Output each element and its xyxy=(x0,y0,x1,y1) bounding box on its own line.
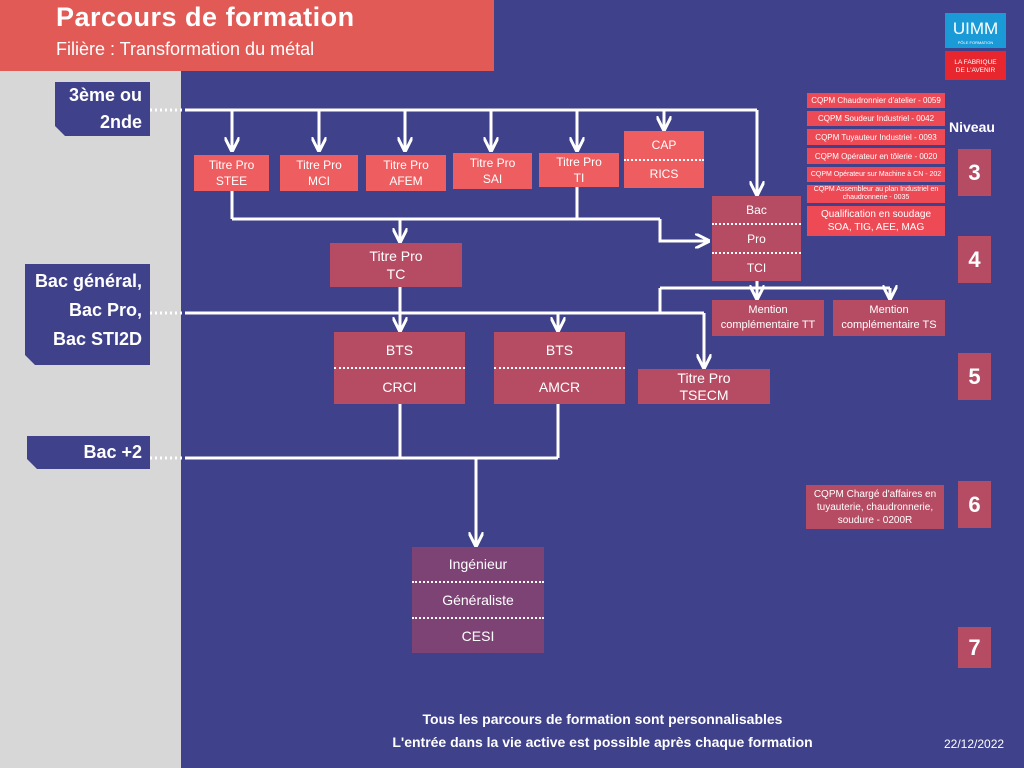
entry-3eme-line1: 3ème ou xyxy=(68,85,142,105)
mention-ts-line2: complémentaire TS xyxy=(841,319,937,331)
mention-ts: Mention complémentaire TS xyxy=(833,300,945,336)
bts-crci: BTS CRCI xyxy=(334,332,465,404)
title-banner xyxy=(0,0,494,71)
bts-crci-bottom: CRCI xyxy=(382,378,417,395)
niveau-label: Niveau xyxy=(949,119,995,135)
logo-line1: PÔLE FORMATION xyxy=(958,40,994,45)
level-7-badge: 7 xyxy=(958,627,991,668)
bts-amcr: BTS AMCR xyxy=(494,332,625,404)
titre-pro-tc: Titre Pro TC xyxy=(330,243,462,287)
cqpm-level6-line2: tuyauterie, chaudronnerie, xyxy=(816,501,934,513)
level-4-badge: 4 xyxy=(958,236,991,283)
bts-amcr-top: BTS xyxy=(545,341,574,358)
footer-date: 22/12/2022 xyxy=(944,737,1005,751)
cqpm-item: CQPM Chaudronnier d'atelier - 0059 xyxy=(807,93,945,108)
level-3-badge: 3 xyxy=(958,149,991,196)
titre-pro-tsecm: Titre Pro TSECM xyxy=(638,369,770,404)
mention-tt: Mention complémentaire TT xyxy=(712,300,824,336)
bac-pro-tci: Bac Pro TCI xyxy=(712,196,801,281)
titre-pro-afem: Titre Pro AFEM xyxy=(366,155,446,191)
cqpm-item: CQPM Opérateur sur Machine à CN - 202 xyxy=(807,167,945,182)
titre-pro-stee: Titre Pro STEE xyxy=(194,155,269,191)
footer-line1: Tous les parcours de formation sont pers… xyxy=(422,711,783,727)
entry-tab-3eme-shape xyxy=(55,82,150,136)
qualification-soudage: Qualification en soudage SOA, TIG, AEE, … xyxy=(807,206,945,236)
titre-pro-code: TI xyxy=(573,171,585,185)
entry-bac2-line1: Bac +2 xyxy=(83,442,142,462)
titre-pro-ti: Titre Pro TI xyxy=(539,153,619,187)
cqpm-level6-line1: CQPM Chargé d'affaires en xyxy=(813,488,937,500)
footer-note: Tous les parcours de formation sont pers… xyxy=(330,708,875,754)
qualification-line2: SOA, TIG, AEE, MAG xyxy=(827,222,925,233)
titre-pro-tc-label: Titre Pro xyxy=(369,248,423,264)
cap-top: CAP xyxy=(651,137,677,152)
qualification-line1: Qualification en soudage xyxy=(820,209,932,220)
logo-name: UIMM xyxy=(953,19,998,38)
logo-line2: LA FABRIQUE xyxy=(954,59,997,66)
titre-pro-sai: Titre Pro SAI xyxy=(453,153,532,189)
bts-amcr-bottom: AMCR xyxy=(538,378,581,395)
cqpm-charge-affaires: CQPM Chargé d'affaires en tuyauterie, ch… xyxy=(806,485,944,529)
ingenieur-cesi: Ingénieur Généraliste CESI xyxy=(412,547,544,653)
cqpm-item: CQPM Soudeur Industriel - 0042 xyxy=(807,111,945,126)
entry-bac: Bac général, Bac Pro, Bac STI2D xyxy=(25,267,150,365)
bac-pro-bottom: TCI xyxy=(746,260,767,275)
cqpm-item: CQPM Opérateur en tôlerie - 0020 xyxy=(807,148,945,164)
titre-pro-code: AFEM xyxy=(389,174,423,188)
titre-pro-mci: Titre Pro MCI xyxy=(280,155,358,191)
bac-pro-mid: Pro xyxy=(747,231,766,246)
cqpm-item: CQPM Assembleur au plan Industriel en ch… xyxy=(807,185,945,203)
ingenieur-top: Ingénieur xyxy=(448,556,508,572)
page-title: Parcours de formation xyxy=(56,2,355,32)
cqpm-level6-line3: soudure - 0200R xyxy=(837,514,913,526)
mention-tt-line2: complémentaire TT xyxy=(720,319,816,331)
cqpm-item: CQPM Tuyauteur Industriel - 0093 xyxy=(807,129,945,145)
titre-pro-label: Titre Pro xyxy=(469,156,516,170)
page-subtitle: Filière : Transformation du métal xyxy=(56,39,315,59)
titre-pro-label: Titre Pro xyxy=(556,155,602,169)
entry-bac-line3: Bac STI2D xyxy=(52,329,142,349)
titre-pro-tsecm-code: TSECM xyxy=(679,386,729,403)
entry-bac-line1: Bac général, xyxy=(34,271,142,291)
entry-tab-shapes xyxy=(25,82,150,469)
bts-crci-top: BTS xyxy=(385,341,414,358)
cap-rics: CAP RICS xyxy=(624,131,704,188)
entry-tab-bac2-shape xyxy=(27,436,150,469)
titre-pro-label: Titre Pro xyxy=(296,158,342,172)
mention-ts-line1: Mention xyxy=(869,304,909,316)
entry-3eme-2nde: 3ème ou 2nde xyxy=(55,82,150,136)
titre-pro-code: STEE xyxy=(215,174,248,188)
entry-bac2: Bac +2 xyxy=(27,436,150,469)
footer-line2: L'entrée dans la vie active est possible… xyxy=(392,734,813,750)
mention-tt-line1: Mention xyxy=(748,304,788,316)
titre-pro-code: SAI xyxy=(482,172,503,186)
cap-bottom: RICS xyxy=(649,167,679,182)
ingenieur-mid: Généraliste xyxy=(442,592,514,608)
level-6-badge: 6 xyxy=(958,481,991,528)
logo-line3: DE L'AVENIR xyxy=(956,67,996,74)
titre-pro-label: Titre Pro xyxy=(208,158,255,172)
level-5-badge: 5 xyxy=(958,353,991,400)
entry-tab-bac-shape xyxy=(25,264,150,365)
entry-3eme-line2: 2nde xyxy=(99,112,142,132)
titre-pro-label: Titre Pro xyxy=(383,158,429,172)
titre-pro-tc-code: TC xyxy=(386,266,406,282)
entry-bac-line2: Bac Pro, xyxy=(68,300,142,320)
uimm-logo: UIMM PÔLE FORMATION LA FABRIQUE DE L'AVE… xyxy=(945,13,1006,80)
titre-pro-code: MCI xyxy=(308,174,330,188)
titre-pro-tsecm-label: Titre Pro xyxy=(677,369,731,386)
ingenieur-bottom: CESI xyxy=(461,628,495,644)
bac-pro-top: Bac xyxy=(746,202,767,217)
